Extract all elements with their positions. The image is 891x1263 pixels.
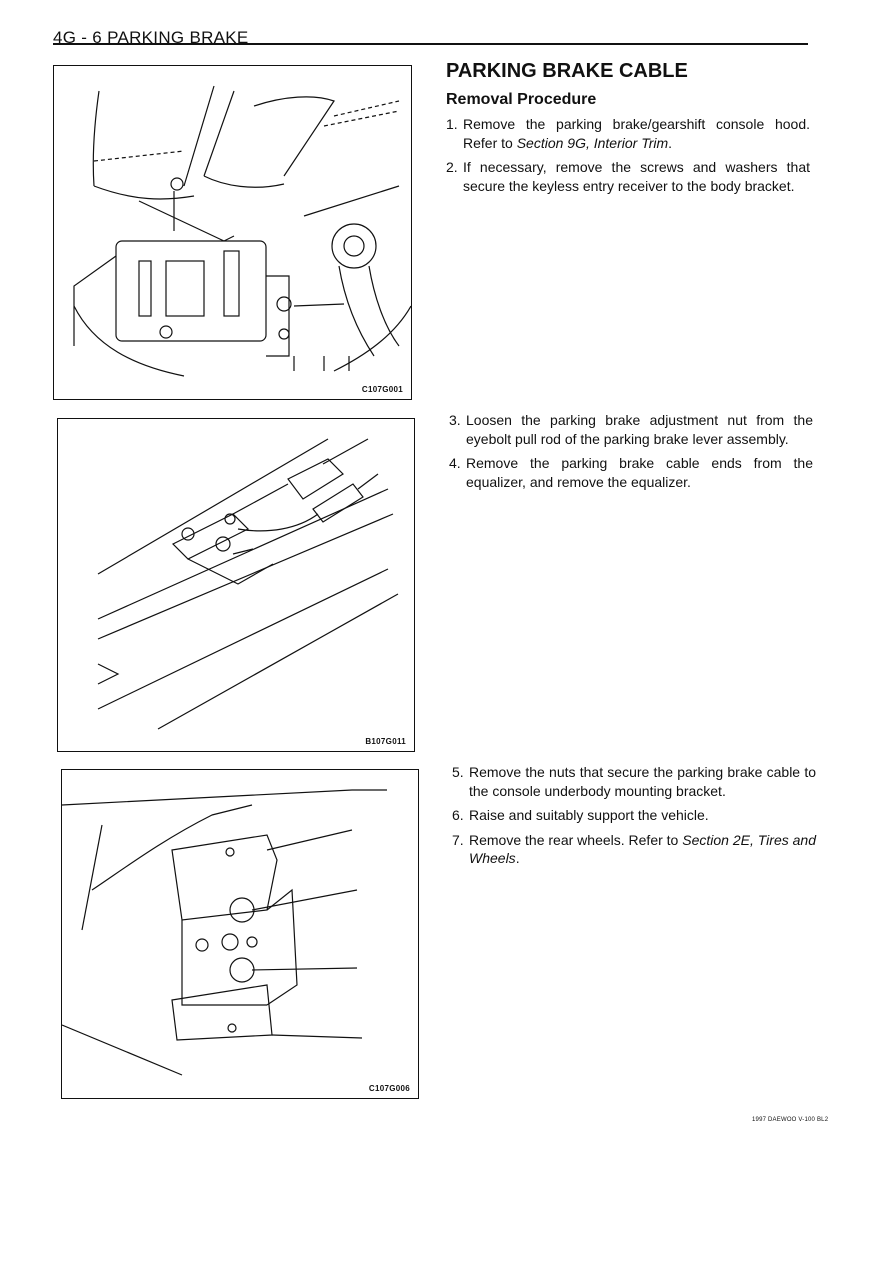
step-item: 7.Remove the rear wheels. Refer to Secti… xyxy=(452,831,816,867)
section-reference: Section 2E, Tires and Wheels xyxy=(469,831,816,867)
figure-illustration xyxy=(62,789,387,1076)
section-title: PARKING BRAKE CABLE xyxy=(446,60,688,82)
figure-illustration xyxy=(73,85,411,377)
section-subtitle: Removal Procedure xyxy=(446,91,597,108)
step-item: 3.Loosen the parking brake adjustment nu… xyxy=(449,412,813,447)
step-item: 4.Remove the parking brake cable ends fr… xyxy=(449,455,813,490)
figure-code: B107G011 xyxy=(365,737,406,746)
steps-group-2: 3.Loosen the parking brake adjustment nu… xyxy=(449,411,813,497)
step-item: 1.Remove the parking brake/gearshift con… xyxy=(446,116,810,151)
step-item: 2.If necessary, remove the screws and wa… xyxy=(446,159,810,194)
figure-keyless-receiver: C107G001 xyxy=(53,65,412,400)
section-reference: Section 9G, Interior Trim xyxy=(516,134,669,151)
steps-group-3: 5.Remove the nuts that secure the parkin… xyxy=(452,763,816,874)
page-header: 4G - 6 PARKING BRAKE xyxy=(53,28,249,47)
steps-group-1: 1.Remove the parking brake/gearshift con… xyxy=(446,115,810,201)
page-footer: 1997 DAEWOO V-100 BL2 xyxy=(752,1117,829,1123)
figure-illustration xyxy=(97,438,399,730)
figure-code: C107G006 xyxy=(368,1084,410,1093)
header-rule xyxy=(53,43,808,45)
figure-equalizer: B107G011 xyxy=(57,418,415,752)
figure-code: C107G001 xyxy=(361,385,403,394)
step-item: 6.Raise and suitably support the vehicle… xyxy=(452,807,709,823)
figure-underbody-bracket: C107G006 xyxy=(61,769,419,1099)
step-item: 5.Remove the nuts that secure the parkin… xyxy=(452,764,816,799)
